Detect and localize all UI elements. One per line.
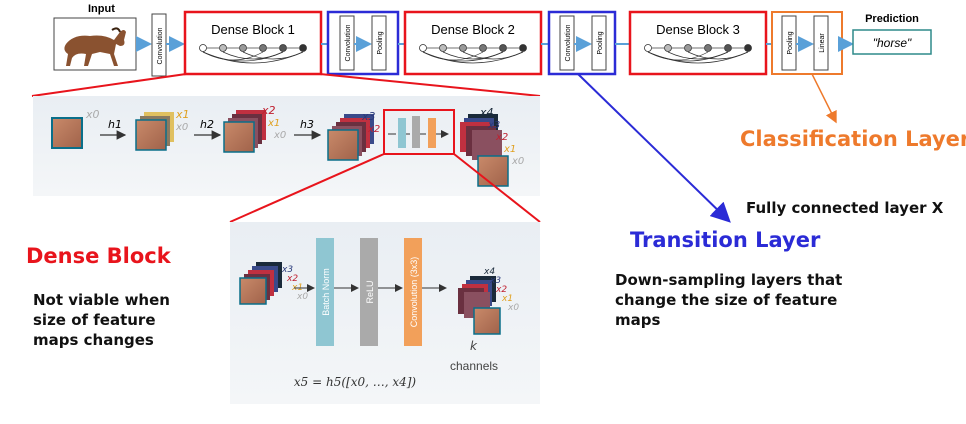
- x0-label: x0: [85, 108, 100, 121]
- dense-block-1: Dense Block 1: [183, 10, 323, 76]
- formula: x5 = h5([x0, …, x4]): [294, 375, 417, 389]
- zoom1-panel: x0 h1 x1 x0 h2 x2 x1 x0 h3: [33, 96, 540, 196]
- feature-stack-x2: [223, 110, 266, 153]
- dense-block-2-title: Dense Block 2: [431, 22, 515, 37]
- dense-block-desc-line-3: maps changes: [33, 331, 154, 349]
- conv3x3-layer: [404, 238, 422, 346]
- classification-annotation-arrow: [811, 73, 837, 124]
- transition-annotation-arrow: [577, 73, 731, 223]
- prediction-label: Prediction: [865, 13, 919, 25]
- transition-desc-line-1: Down-sampling layers that: [615, 271, 843, 289]
- transition-2-pool-label: Pooling: [597, 31, 604, 54]
- h3-label: h3: [300, 118, 314, 131]
- x2-label-a: x2: [261, 104, 276, 117]
- x0-label-c: x0: [511, 156, 524, 167]
- zoom2-x2-label: x2: [286, 274, 298, 284]
- zoom2-out-x0-label: x0: [507, 303, 519, 313]
- dense-block-desc-line-1: Not viable when: [33, 291, 170, 309]
- conv3x3-label: Convolution (3x3): [409, 257, 419, 328]
- x2-label-c: x2: [495, 132, 508, 143]
- zoom2-connector-left: [229, 153, 385, 223]
- zoom2-connector-right: [453, 153, 541, 223]
- zoom2-panel: x3 x2 x1 x0 Batch Norm ReLU Convolution …: [230, 222, 540, 404]
- k-label: k: [470, 339, 478, 353]
- x1-label-c: x1: [503, 144, 516, 155]
- classification-pool-label: Pooling: [787, 31, 794, 54]
- x2-label-b: x2: [367, 124, 380, 135]
- batch-norm-layer: [316, 238, 334, 346]
- dense-block-desc-line-2: size of feature: [33, 311, 156, 329]
- zoom2-input-stack: [239, 262, 282, 305]
- x1-label-b: x1: [267, 118, 280, 129]
- dense-block-desc: Not viable when size of feature maps cha…: [33, 290, 213, 350]
- x4-label-a: x4: [479, 106, 494, 119]
- dense-block-title: Dense Block: [26, 244, 171, 268]
- channels-label: channels: [450, 359, 498, 373]
- conv-layer-1-label: Convolution: [157, 27, 164, 64]
- transition-2-conv-label: Convolution: [565, 24, 572, 61]
- zoom2-x3-label: x3: [281, 265, 293, 275]
- x0-label-b: x0: [273, 130, 286, 141]
- zoom2-out-x1-label: x1: [501, 294, 513, 304]
- feature-stack-x0: [51, 117, 83, 149]
- prediction-value: "horse": [873, 36, 912, 50]
- relu-layer: [360, 238, 378, 346]
- x3-label-b: x3: [487, 120, 500, 131]
- dense-block-3-title: Dense Block 3: [656, 22, 740, 37]
- classification-linear-label: Linear: [819, 33, 826, 53]
- transition-1-conv-label: Convolution: [345, 24, 352, 61]
- feature-stack-x4: [460, 114, 509, 187]
- transition-1-pool-label: Pooling: [377, 31, 384, 54]
- classification-layer-desc: Fully connected layer X: [746, 199, 944, 217]
- transition-layer-title: Transition Layer: [630, 228, 821, 252]
- x1-label-a: x1: [175, 108, 190, 121]
- dense-block-3: Dense Block 3: [628, 10, 768, 76]
- prediction-box: [852, 29, 932, 55]
- transition-block-2: Convolution Pooling: [547, 10, 617, 76]
- horse-image: [53, 17, 137, 71]
- h2-label: h2: [200, 118, 214, 131]
- batch-norm-label: Batch Norm: [321, 268, 331, 316]
- dense-block-1-title: Dense Block 1: [211, 22, 295, 37]
- transition-block-1: Convolution Pooling: [326, 10, 400, 76]
- feature-stack-x1: [135, 112, 174, 151]
- transition-desc-line-2: change the size of feature: [615, 291, 838, 309]
- zoom1-connector-right: [319, 73, 541, 97]
- zoom2-out-x3-label: x3: [489, 276, 501, 286]
- zoom1-connector-left: [31, 73, 187, 97]
- transition-desc-line-3: maps: [615, 311, 661, 329]
- zoom2-output-stack: [458, 276, 501, 335]
- input-label: Input: [88, 3, 115, 15]
- feature-stack-x3: [327, 114, 374, 161]
- x3-label-a: x3: [361, 110, 376, 123]
- zoom1-inner-highlight: [383, 109, 455, 155]
- h1-label: h1: [108, 118, 122, 131]
- classification-layer-title: Classification Layer: [740, 127, 966, 151]
- relu-label: ReLU: [365, 280, 375, 303]
- classification-block: Pooling Linear: [771, 11, 843, 75]
- zoom2-out-x4-label: x4: [483, 267, 495, 277]
- zoom2-out-x2-label: x2: [495, 285, 507, 295]
- top-pipeline: Input Convolution Dense Block 1: [53, 3, 932, 77]
- dense-block-2: Dense Block 2: [403, 10, 543, 76]
- transition-layer-desc: Down-sampling layers that change the siz…: [615, 270, 875, 330]
- x0-label-a: x0: [175, 122, 188, 133]
- zoom2-x0-label: x0: [296, 292, 308, 302]
